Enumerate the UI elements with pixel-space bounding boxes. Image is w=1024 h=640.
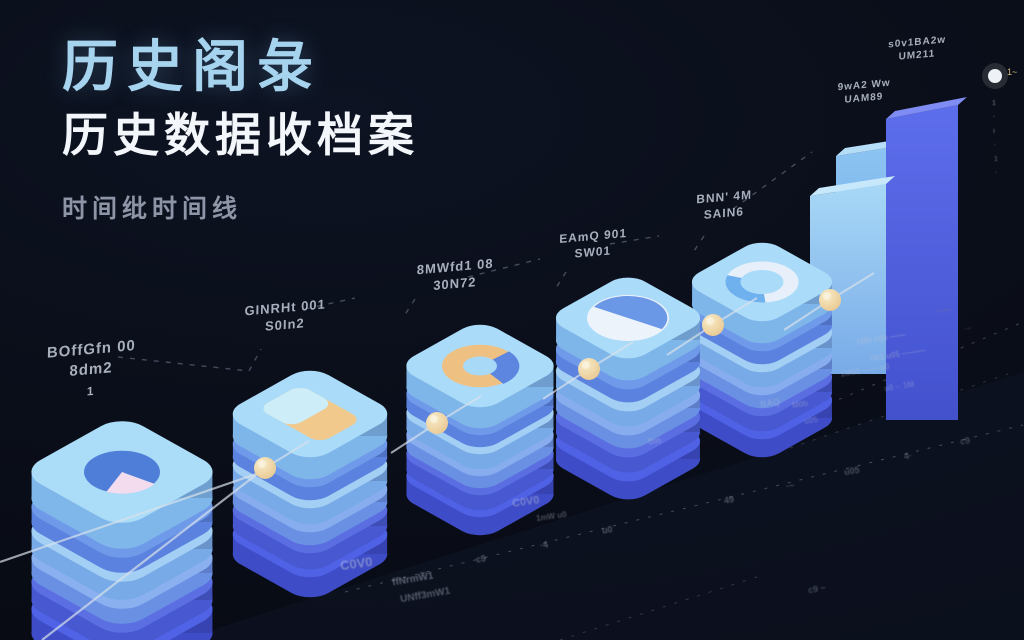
- ring-chart-icon: [725, 261, 799, 303]
- donut-hole: [463, 356, 497, 376]
- title-block: 历史阁彔 历史数据收档案 时间纰时间线: [62, 35, 419, 225]
- moon-layer: 1~: [982, 63, 1017, 89]
- platform-stacks-layer: [31, 242, 833, 640]
- chain-ball-highlight: [582, 361, 590, 369]
- donut-chart-icon: [442, 344, 520, 388]
- chain-ball: [578, 358, 600, 380]
- platform-2: [232, 370, 388, 598]
- label-connector-dash: [248, 348, 262, 372]
- label-connector-dash: [467, 258, 541, 278]
- moon-dot: [988, 69, 1002, 83]
- card-left: [263, 387, 329, 425]
- label-connector-dash: [403, 298, 416, 317]
- label-connector-dash: [304, 297, 356, 310]
- label-connector-dash: [555, 271, 567, 289]
- page-tagline: 时间纰时间线: [62, 195, 243, 224]
- chain-ball: [819, 289, 841, 311]
- donut-segment: [480, 351, 520, 384]
- panel-card-icon: [263, 387, 357, 441]
- chain-ball-highlight: [706, 317, 714, 325]
- chain-ball-highlight: [258, 460, 266, 468]
- circle-pie: [594, 295, 668, 330]
- chain-ball: [254, 457, 276, 479]
- bar-tall-front-face: [886, 105, 958, 420]
- floor-timeline-dash: [789, 373, 1009, 449]
- page-heading: 历史数据收档案: [62, 108, 419, 161]
- pie-slice: [106, 472, 155, 494]
- chain-tail-line: [0, 471, 260, 564]
- timeline-chain-layer: [0, 272, 875, 640]
- chain-ball: [702, 314, 724, 336]
- platform-4: [555, 277, 701, 500]
- label-connector-dash: [609, 235, 660, 245]
- chain-tail-line: [41, 467, 266, 640]
- dashed-lines-layer: [117, 151, 1024, 640]
- floor-plane: [180, 372, 1024, 640]
- moon-tick-label: 1~: [1007, 67, 1017, 77]
- label-connector-dash: [732, 151, 813, 210]
- chain-ball: [426, 412, 448, 434]
- floor-layer: [180, 372, 1024, 640]
- label-connector-dash: [117, 356, 250, 372]
- bar-tall-top-face: [886, 97, 967, 119]
- platform-5: [691, 242, 833, 458]
- platform-3: [406, 324, 554, 536]
- page-title: 历史阁彔: [62, 35, 322, 98]
- platform-label-1: BOffGfn 00 8dm2 1: [24, 334, 159, 406]
- floor-timeline-dash: [344, 424, 1024, 593]
- pie-circle-icon: [587, 295, 669, 341]
- pie-chart-icon: [84, 450, 160, 494]
- bar-tall: [886, 97, 967, 420]
- chain-ball-highlight: [430, 415, 438, 423]
- bar-front-top-face: [810, 176, 895, 196]
- bar-chart-layer: [810, 97, 967, 420]
- chain-ball-highlight: [823, 292, 831, 300]
- label-connector-dash: [693, 235, 705, 252]
- platform-1: [31, 421, 213, 640]
- ring-segment: [725, 261, 799, 303]
- platform-5-slab-1-top: [691, 242, 833, 322]
